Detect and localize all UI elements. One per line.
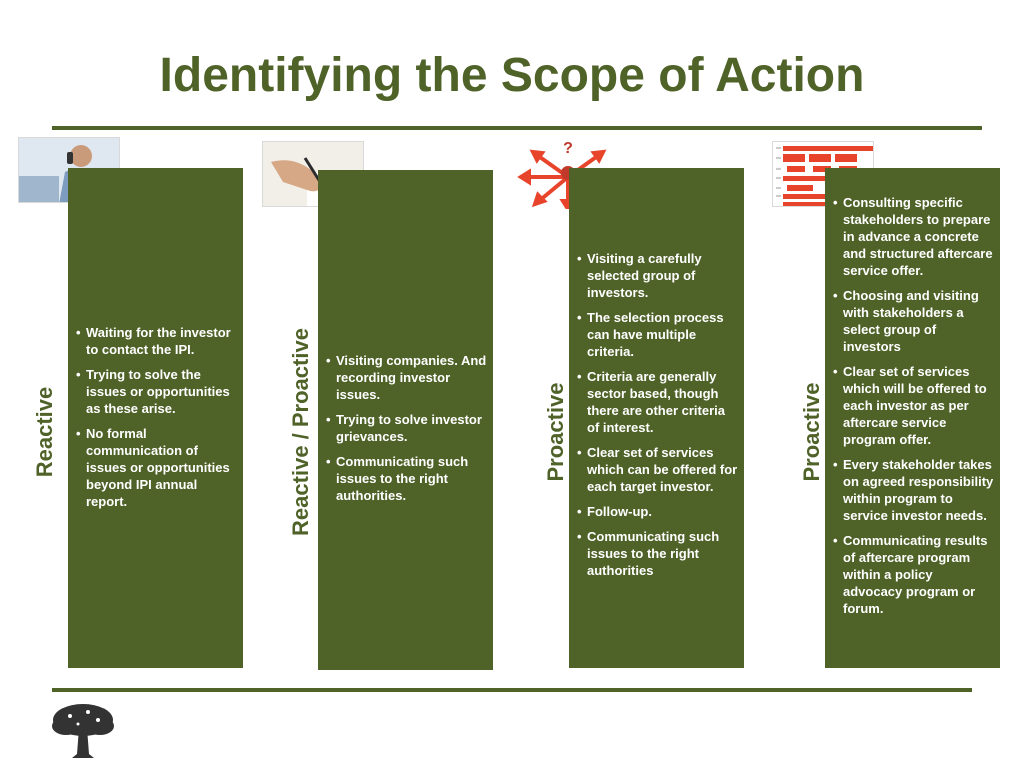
list-item: Clear set of services which will be offe… xyxy=(833,363,994,448)
list-item: Every stakeholder takes on agreed respon… xyxy=(833,456,994,524)
list-item: Criteria are generally sector based, tho… xyxy=(577,368,738,436)
list-item: Trying to solve the issues or opportunit… xyxy=(76,366,237,417)
footer-divider xyxy=(52,688,972,692)
column-proactive-panel: Visiting a carefully selected group of i… xyxy=(569,168,744,668)
column-label-reactive-proactive: Reactive / Proactive xyxy=(288,328,313,536)
list-item: Waiting for the investor to contact the … xyxy=(76,324,237,358)
list-item: Visiting a carefully selected group of i… xyxy=(577,250,738,301)
list-item: Communicating results of aftercare progr… xyxy=(833,532,994,617)
list-item: Clear set of services which can be offer… xyxy=(577,444,738,495)
column-label-proactive-structured: Proactive xyxy=(799,382,824,482)
list-item: Communicating such issues to the right a… xyxy=(326,453,487,504)
list-item: Visiting companies. And recording invest… xyxy=(326,352,487,403)
title-divider xyxy=(52,126,982,130)
column-label-reactive: Reactive xyxy=(32,386,57,478)
column-reactive-panel: Waiting for the investor to contact the … xyxy=(68,168,243,668)
list-item: Trying to solve investor grievances. xyxy=(326,411,487,445)
list-item: Communicating such issues to the right a… xyxy=(577,528,738,579)
list-item: Follow-up. xyxy=(577,503,738,520)
list-item: Choosing and visiting with stakeholders … xyxy=(833,287,994,355)
list-item: The selection process can have multiple … xyxy=(577,309,738,360)
column-proactive-structured-panel: Consulting specific stakeholders to prep… xyxy=(825,168,1000,668)
column-label-proactive: Proactive xyxy=(543,382,568,482)
list-item: Consulting specific stakeholders to prep… xyxy=(833,194,994,279)
svg-text:?: ? xyxy=(563,140,573,157)
tree-logo xyxy=(48,700,118,760)
column-reactive-proactive-panel: Visiting companies. And recording invest… xyxy=(318,170,493,670)
slide-title: Identifying the Scope of Action xyxy=(159,49,865,102)
list-item: No formal communication of issues or opp… xyxy=(76,425,237,510)
